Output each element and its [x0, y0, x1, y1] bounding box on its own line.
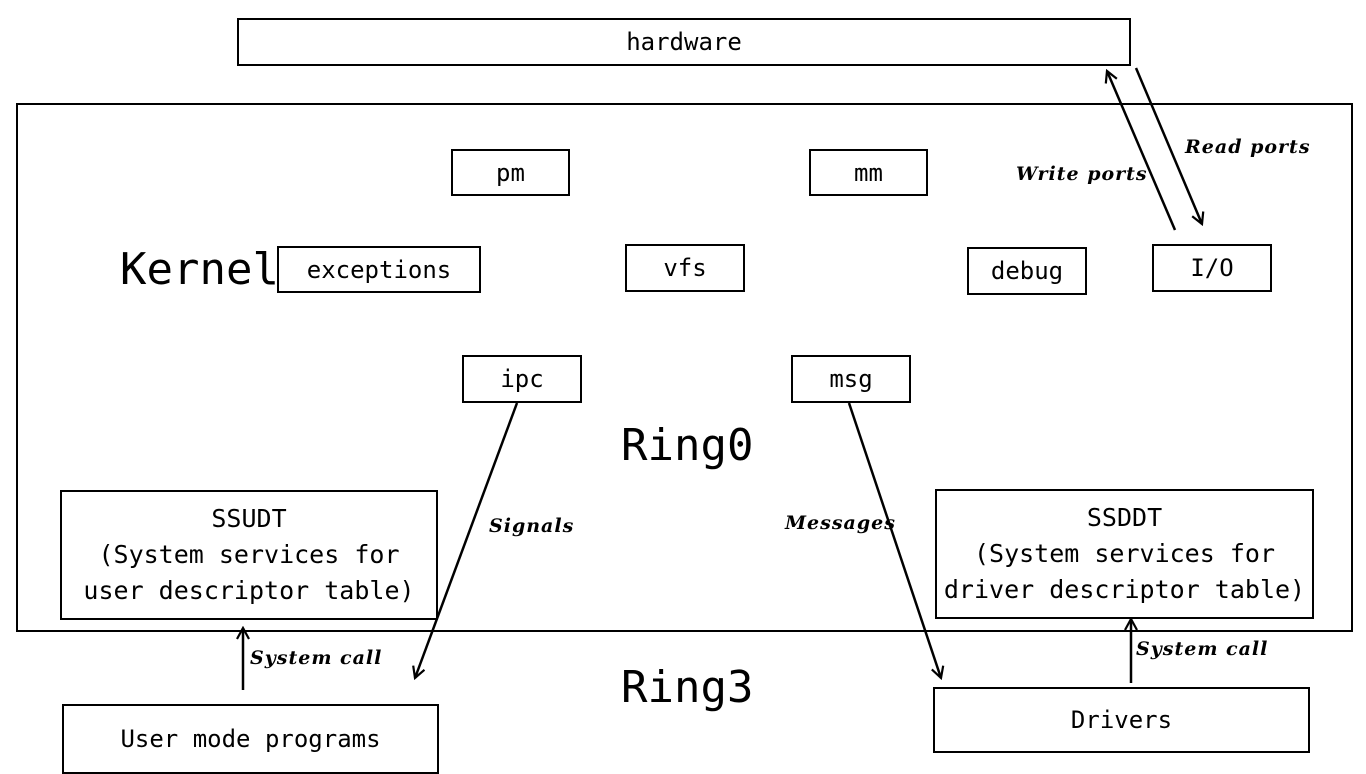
- mm-module: mm: [809, 149, 928, 196]
- kernel-title: Kernel: [120, 244, 279, 295]
- ring3-title: Ring3: [621, 662, 754, 713]
- pm-module: pm: [451, 149, 570, 196]
- ipc-label: ipc: [500, 365, 544, 393]
- ssddt-desc-line1: (System services for: [973, 539, 1275, 568]
- system-call-driver-label: System call: [1136, 638, 1269, 660]
- ssudt-desc-line1: (System services for: [98, 540, 400, 569]
- write-ports-label: Write ports: [1016, 163, 1148, 185]
- ipc-module: ipc: [462, 355, 582, 403]
- drivers-label: Drivers: [1070, 706, 1173, 734]
- vfs-module: vfs: [625, 244, 745, 292]
- ssddt-desc-line2: driver descriptor table): [943, 575, 1306, 604]
- msg-module: msg: [791, 355, 911, 403]
- exceptions-label: exceptions: [306, 255, 452, 284]
- drivers-box: Drivers: [933, 687, 1310, 753]
- debug-module: debug: [967, 247, 1087, 295]
- ring0-title: Ring0: [621, 420, 754, 471]
- messages-label: Messages: [785, 512, 896, 534]
- system-call-user-label: System call: [250, 647, 383, 669]
- hardware-label: hardware: [626, 28, 742, 56]
- signals-arrow: [415, 402, 519, 678]
- vfs-label: vfs: [663, 254, 707, 282]
- ssddt-box: SSDDT (System services for driver descri…: [935, 489, 1314, 619]
- debug-label: debug: [990, 257, 1064, 285]
- exceptions-module: exceptions: [277, 246, 481, 293]
- signals-label: Signals: [489, 515, 575, 537]
- hardware-box: hardware: [237, 18, 1131, 66]
- ring0-kernel-frame: [16, 103, 1353, 632]
- messages-arrow: [847, 402, 941, 678]
- read-ports-label: Read ports: [1185, 136, 1311, 158]
- io-module: I/O: [1152, 244, 1272, 292]
- ssudt-desc-line2: user descriptor table): [83, 576, 415, 605]
- write-ports-arrow: [1107, 71, 1177, 231]
- read-ports-arrow: [1134, 67, 1202, 224]
- pm-label: pm: [496, 158, 525, 187]
- user-programs-box: User mode programs: [62, 704, 439, 774]
- io-label: I/O: [1190, 254, 1234, 282]
- ssudt-box: SSUDT (System services for user descript…: [60, 490, 438, 620]
- ssddt-title: SSDDT: [1086, 503, 1163, 532]
- ssudt-title: SSUDT: [211, 504, 287, 533]
- user-programs-label: User mode programs: [120, 725, 381, 753]
- msg-label: msg: [829, 365, 873, 393]
- mm-label: mm: [854, 158, 883, 187]
